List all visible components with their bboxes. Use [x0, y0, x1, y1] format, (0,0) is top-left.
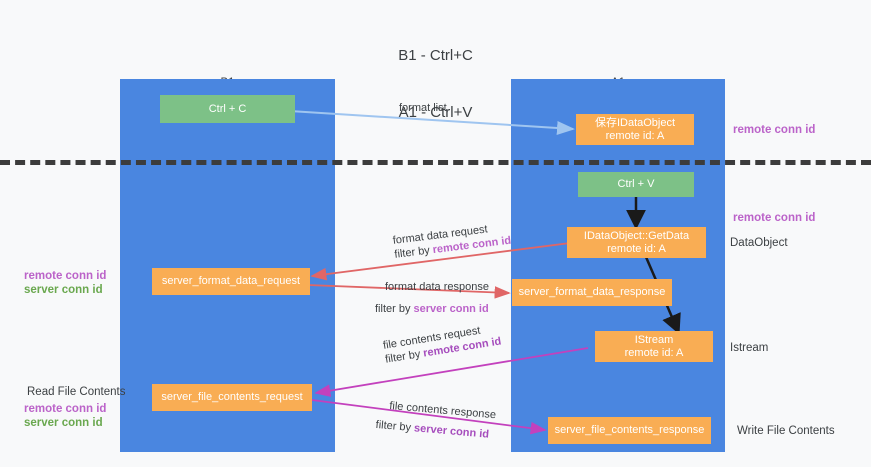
box-ctrl-c[interactable]: Ctrl + C: [160, 95, 295, 123]
note-right-mid-remote-conn-id: remote conn id: [733, 212, 816, 224]
box-istream[interactable]: IStream remote id: A: [595, 331, 713, 362]
label-file-contents-response: file contents response: [388, 399, 497, 422]
filter-key: server conn id: [413, 303, 489, 315]
filter-prefix: filter by: [375, 303, 414, 315]
note-dataobject: DataObject: [730, 237, 788, 249]
label-format-data-response: format data response: [385, 281, 489, 293]
box-server-format-data-response[interactable]: server_format_data_response: [512, 279, 672, 306]
note-left-bottom-server-conn-id: server conn id: [24, 417, 103, 429]
filter-key: server conn id: [413, 422, 490, 441]
box-server-format-data-request[interactable]: server_format_data_request: [152, 268, 310, 295]
box-idataobject-getdata[interactable]: IDataObject::GetData remote id: A: [567, 227, 706, 258]
box-server-file-contents-request[interactable]: server_file_contents_request: [152, 384, 312, 411]
note-left-mid-server-conn-id: server conn id: [24, 284, 103, 296]
box-save-idataobject[interactable]: 保存IDataObject remote id: A: [576, 114, 694, 145]
label-format-list: format list: [399, 102, 447, 114]
note-istream: Istream: [730, 342, 769, 354]
filter-prefix: filter by: [375, 418, 415, 435]
label-file-contents-response-filter: filter by server conn id: [375, 418, 495, 442]
box-server-file-contents-response[interactable]: server_file_contents_response: [548, 417, 711, 444]
box-ctrl-v[interactable]: Ctrl + V: [578, 172, 694, 197]
label-group-file-contents-response: file contents response filter by server …: [375, 399, 497, 442]
filter-prefix: filter by: [393, 244, 434, 261]
section-divider: [0, 160, 871, 165]
note-write-file-contents: Write File Contents: [737, 425, 835, 437]
note-left-bottom-remote-conn-id: remote conn id: [24, 403, 107, 415]
label-group-format-data-response: format data response filter by server co…: [375, 280, 489, 316]
note-left-mid-remote-conn-id: remote conn id: [24, 270, 107, 282]
title-line-1: B1 - Ctrl+C: [398, 47, 473, 64]
label-group-file-contents-request: file contents request filter by remote c…: [382, 321, 502, 367]
label-format-data-response-filter: filter by server conn id: [375, 302, 489, 316]
label-group-format-data-request: format data request filter by remote con…: [392, 220, 512, 262]
note-right-top-remote-conn-id: remote conn id: [733, 124, 816, 136]
note-read-file-contents: Read File Contents: [27, 386, 126, 398]
